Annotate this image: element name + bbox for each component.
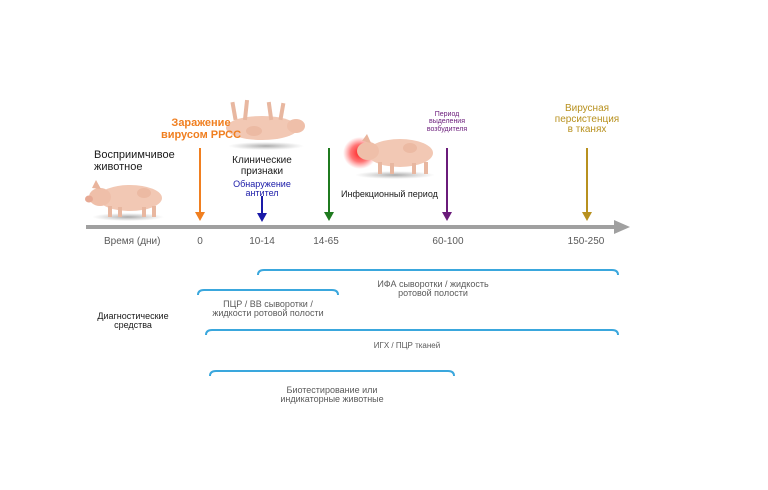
tick-label: 0 — [197, 236, 203, 247]
diagnostic-ihc-pcr-label: ИГХ / ПЦР тканей — [373, 341, 441, 350]
bioassay-bracket — [209, 370, 455, 377]
susceptible-pig-image — [85, 180, 164, 221]
shedding-arrow — [442, 148, 452, 221]
timeline-axis — [86, 220, 630, 234]
diagnostic-pcr-serum-label: ПЦР / ВВ сыворотки /жидкости ротовой пол… — [212, 299, 324, 319]
sick-pig-image — [226, 99, 305, 150]
tick-label: 14-65 — [313, 236, 339, 247]
infectious-period-label: Инфекционный период — [341, 189, 438, 199]
persistence-arrow — [582, 148, 592, 221]
ihc-pcr-bracket — [205, 329, 619, 336]
tick-label: 10-14 — [249, 236, 275, 247]
tick-label: 150-250 — [567, 236, 605, 247]
axis-label: Время (дни) — [104, 236, 161, 247]
clinical-arrow — [324, 148, 334, 221]
antibodies-arrow — [257, 196, 267, 222]
pcr-serum-bracket — [197, 289, 339, 296]
tick-label: 60-100 — [432, 236, 464, 247]
infectious-pig-image — [343, 134, 435, 179]
elisa-bracket — [257, 269, 619, 276]
infection-arrow — [195, 148, 205, 221]
